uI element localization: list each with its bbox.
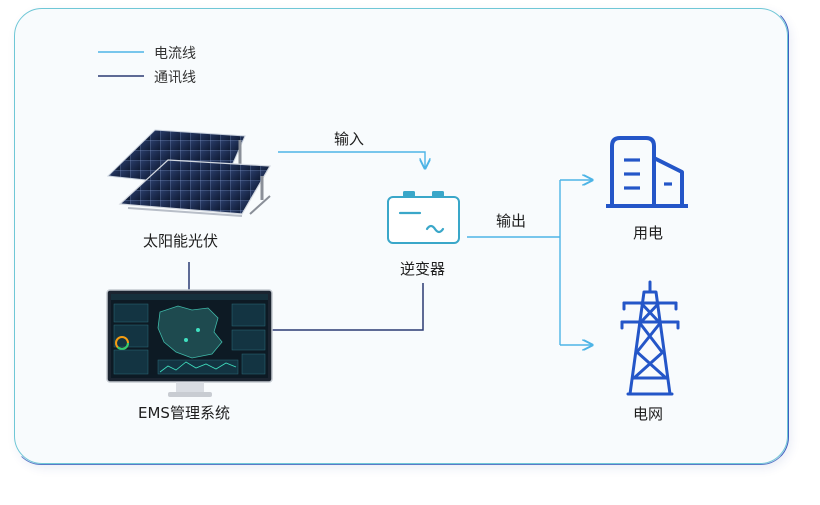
solar-panel-icon — [106, 129, 272, 217]
grid-label: 电网 — [633, 405, 664, 423]
ems-label: EMS管理系统 — [138, 404, 230, 422]
power-tower-icon — [620, 280, 680, 396]
comm-line-ems-inverter — [272, 283, 424, 331]
legend-power-label: 电流线 — [154, 46, 196, 62]
inverter-label: 逆变器 — [400, 260, 446, 278]
input-arrow — [278, 151, 425, 168]
consumption-label: 用电 — [633, 224, 664, 242]
inverter-battery-icon — [387, 191, 460, 244]
ems-monitor-icon — [106, 289, 273, 397]
legend-comm-label: 通讯线 — [154, 70, 196, 86]
output-edge-label: 输出 — [496, 212, 527, 230]
solar-label: 太阳能光伏 — [143, 232, 219, 250]
building-icon — [606, 136, 688, 208]
input-edge-label: 输入 — [334, 130, 365, 148]
